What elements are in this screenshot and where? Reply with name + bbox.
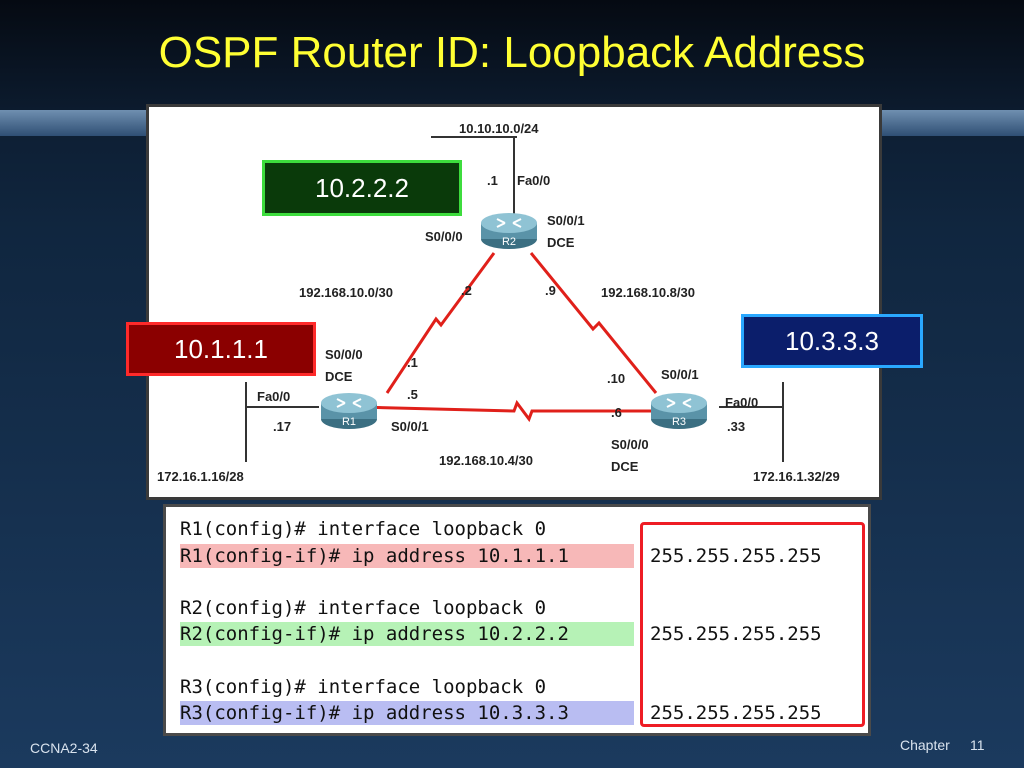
serial-r1-r3 xyxy=(358,399,659,423)
lan-r1-network-label: 172.16.1.16/28 xyxy=(157,469,244,484)
config-line: R3(config-if)# ip address 10.3.3.3 xyxy=(180,702,569,724)
link-r1-r3-network-label: 192.168.10.4/30 xyxy=(439,453,533,468)
r1-serial-host-label: .1 xyxy=(407,355,418,370)
subnet-mask-r1: 255.255.255.255 xyxy=(650,545,822,567)
r1-fa-iface-label: Fa0/0 xyxy=(257,389,291,404)
r1-s001-host-label: .5 xyxy=(407,387,418,402)
config-line: R3(config)# interface loopback 0 xyxy=(180,676,547,698)
r1-fa-host-label: .17 xyxy=(273,419,292,434)
footer-chapter-number: 11 xyxy=(970,737,985,753)
footer-course-code: CCNA2-34 xyxy=(30,740,98,756)
network-diagram: R2 R1 R3 10.10.10.0/24 .1 Fa0/0 S0/0/0 S… xyxy=(146,104,882,500)
r3-fa-iface-label: Fa0/0 xyxy=(725,395,759,410)
r3-s000-label: S0/0/0 xyxy=(611,437,649,452)
subnet-mask-outline xyxy=(640,522,865,727)
highlight-r1 xyxy=(180,544,634,568)
serial-r1-r2 xyxy=(385,252,496,394)
r2-serial-host-label: .2 xyxy=(461,283,472,298)
config-line: R2(config)# interface loopback 0 xyxy=(180,597,547,619)
r3-s001-label: S0/0/1 xyxy=(661,367,699,382)
svg-text:R2: R2 xyxy=(502,236,516,248)
r3-s001-host-label: .10 xyxy=(607,371,626,386)
slide-title: OSPF Router ID: Loopback Address xyxy=(158,28,866,77)
serial-r2-r3 xyxy=(529,252,658,394)
router-id-r1-box: 10.1.1.1 xyxy=(126,322,316,376)
router-r3-icon[interactable]: R3 xyxy=(649,391,709,431)
r2-fa-host-label: .1 xyxy=(487,173,498,188)
decor-stripe-left xyxy=(0,110,148,136)
r1-s001-label: S0/0/1 xyxy=(391,419,429,434)
r2-s001-label: S0/0/1 xyxy=(547,213,585,228)
link-r2-r3-network-label: 192.168.10.8/30 xyxy=(601,285,695,300)
highlight-r3 xyxy=(180,701,634,725)
r2-dce-label: DCE xyxy=(547,235,575,250)
r3-s000-host-label: .6 xyxy=(611,405,622,420)
router-r2-icon[interactable]: R2 xyxy=(479,211,539,251)
svg-text:R1: R1 xyxy=(342,416,356,428)
config-line: R1(config)# interface loopback 0 xyxy=(180,518,547,540)
svg-text:R3: R3 xyxy=(672,416,686,428)
router-id-r3-box: 10.3.3.3 xyxy=(741,314,923,368)
subnet-mask-r2: 255.255.255.255 xyxy=(650,623,822,645)
r1-s000-label: S0/0/0 xyxy=(325,347,363,362)
r1-dce-label: DCE xyxy=(325,369,353,384)
r2-s001-host-label: .9 xyxy=(545,283,556,298)
r2-fa-iface-label: Fa0/0 xyxy=(517,173,551,188)
decor-stripe-right xyxy=(882,110,1024,136)
topology-lines xyxy=(245,136,784,462)
r3-dce-label: DCE xyxy=(611,459,639,474)
config-line: R1(config-if)# ip address 10.1.1.1 xyxy=(180,545,569,567)
config-line: R2(config-if)# ip address 10.2.2.2 xyxy=(180,623,569,645)
r3-fa-host-label: .33 xyxy=(727,419,746,434)
router-id-r2-box: 10.2.2.2 xyxy=(262,160,462,216)
config-code-panel: R1(config)# interface loopback 0 R1(conf… xyxy=(163,504,871,736)
lan-r3-network-label: 172.16.1.32/29 xyxy=(753,469,840,484)
subnet-mask-r3: 255.255.255.255 xyxy=(650,702,822,724)
lan-r2-network-label: 10.10.10.0/24 xyxy=(459,121,539,136)
highlight-r2 xyxy=(180,622,634,646)
link-r1-r2-network-label: 192.168.10.0/30 xyxy=(299,285,393,300)
r2-s000-label: S0/0/0 xyxy=(425,229,463,244)
title-band xyxy=(0,0,1024,110)
router-r1-icon[interactable]: R1 xyxy=(319,391,379,431)
footer-chapter-label: Chapter xyxy=(900,737,950,753)
